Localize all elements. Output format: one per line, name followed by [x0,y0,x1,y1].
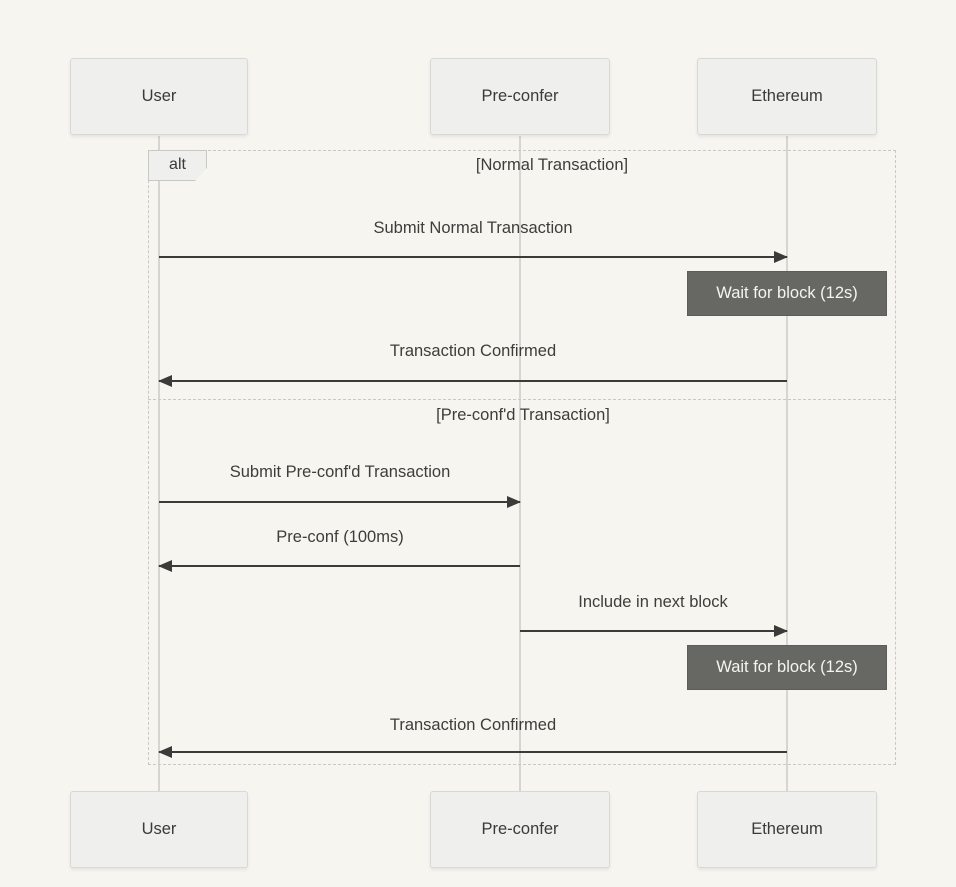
alt-operator-tab: alt [148,150,207,181]
note-wait-for-block-1-label: Wait for block (12s) [716,284,858,302]
alt-section-label-preconfd: [Pre-conf'd Transaction] [436,406,610,424]
actor-label-user: User [141,87,177,105]
message-arrow-pre-conf-100ms [158,560,520,572]
message-label-transaction-confirmed-2: Transaction Confirmed [389,716,557,734]
note-wait-for-block-1: Wait for block (12s) [687,271,887,316]
message-label-submit-preconfd-transaction: Submit Pre-conf'd Transaction [229,463,451,481]
message-arrow-submit-normal-transaction [159,251,788,263]
arrowhead-left-icon [158,375,172,387]
lifeline-user [158,136,160,791]
alt-section-divider [148,399,896,400]
lifeline-ethereum [786,136,788,791]
arrowhead-right-icon [507,496,521,508]
note-wait-for-block-2: Wait for block (12s) [687,645,887,690]
message-label-include-in-next-block: Include in next block [578,593,728,611]
message-label-submit-normal-transaction: Submit Normal Transaction [373,219,573,237]
message-label-pre-conf-100ms: Pre-conf (100ms) [276,528,404,546]
alt-section-label-normal: [Normal Transaction] [475,156,629,174]
arrowhead-left-icon [158,560,172,572]
message-arrow-include-in-next-block [520,625,788,637]
lifeline-pre-confer [519,136,521,791]
actor-box-pre-confer-bottom: Pre-confer [430,791,610,868]
actor-label-pre-confer: Pre-confer [481,87,559,105]
alt-operator-label: alt [169,155,186,173]
actor-label-pre-confer: Pre-confer [481,820,559,838]
actor-box-user-bottom: User [70,791,248,868]
actor-label-user: User [141,820,177,838]
message-arrow-transaction-confirmed-2 [158,746,787,758]
alt-frame [148,150,896,765]
message-arrow-submit-preconfd-transaction [159,496,521,508]
arrowhead-left-icon [158,746,172,758]
actor-box-ethereum-bottom: Ethereum [697,791,877,868]
actor-box-user-top: User [70,58,248,135]
arrowhead-right-icon [774,251,788,263]
message-label-transaction-confirmed-1: Transaction Confirmed [389,342,557,360]
actor-label-ethereum: Ethereum [751,87,823,105]
actor-label-ethereum: Ethereum [751,820,823,838]
actor-box-ethereum-top: Ethereum [697,58,877,135]
actor-box-pre-confer-top: Pre-confer [430,58,610,135]
note-wait-for-block-2-label: Wait for block (12s) [716,658,858,676]
arrowhead-right-icon [774,625,788,637]
message-arrow-transaction-confirmed-1 [158,375,787,387]
